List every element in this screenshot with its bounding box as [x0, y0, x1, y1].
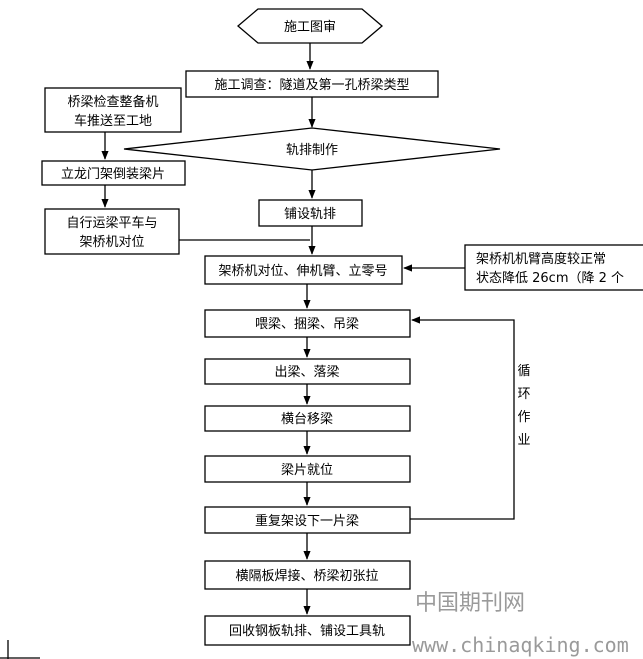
recover-node: 回收钢板轨排、铺设工具轨 — [204, 615, 411, 646]
place-node: 梁片就位 — [204, 455, 411, 483]
transport-label-2: 架桥机对位 — [79, 235, 144, 250]
rails-label: 轨排制作 — [286, 143, 338, 158]
survey-node: 施工调查：隧道及第一孔桥梁类型 — [185, 70, 439, 98]
watermark-url: www.chinaqking.com — [412, 633, 629, 657]
place-label: 梁片就位 — [281, 463, 333, 478]
equip-node: 桥梁检查整备机 车推送至工地 — [44, 87, 182, 133]
transport-node: 自行运梁平车与 架桥机对位 — [44, 208, 180, 255]
loop-char-4: 业 — [517, 433, 530, 448]
rails-node: 轨排制作 — [123, 127, 501, 171]
loop-char-3: 作 — [517, 410, 530, 425]
equip-label-2: 车推送至工地 — [74, 113, 152, 129]
align-label: 架桥机对位、伸机臂、立零号 — [218, 264, 387, 279]
start-node: 施工图审 — [236, 8, 384, 44]
lower-node: 架桥机机臂高度较正常 状态降低 26cm（降 2 个 — [464, 244, 643, 291]
repeat-label: 重复架设下一片梁 — [255, 513, 359, 529]
align-node: 架桥机对位、伸机臂、立零号 — [204, 255, 403, 285]
loop-label: 循 环 作 业 — [517, 364, 530, 448]
out-node: 出梁、落梁 — [204, 358, 411, 385]
loop-char-1: 循 — [517, 364, 530, 379]
gantry-label: 立龙门架倒装梁片 — [61, 167, 165, 182]
lay-node: 铺设轨排 — [258, 199, 363, 227]
edge-loop-back — [410, 316, 515, 520]
recover-label: 回收钢板轨排、铺设工具轨 — [229, 624, 385, 639]
lower-label-1: 架桥机机臂高度较正常 — [476, 251, 606, 267]
out-label: 出梁、落梁 — [274, 365, 339, 380]
start-label: 施工图审 — [284, 20, 336, 35]
move-label: 横台移梁 — [281, 412, 333, 427]
feed-label: 喂梁、捆梁、吊梁 — [255, 317, 359, 332]
gantry-node: 立龙门架倒装梁片 — [41, 160, 186, 186]
loop-char-2: 环 — [517, 387, 530, 402]
move-node: 横台移梁 — [204, 405, 411, 432]
weld-node: 横隔板焊接、桥梁初张拉 — [204, 560, 411, 590]
weld-label: 横隔板焊接、桥梁初张拉 — [235, 568, 378, 584]
feed-node: 喂梁、捆梁、吊梁 — [204, 309, 411, 338]
survey-label: 施工调查：隧道及第一孔桥梁类型 — [214, 77, 409, 93]
equip-label-1: 桥梁检查整备机 — [67, 94, 158, 110]
transport-label-1: 自行运梁平车与 — [66, 215, 157, 231]
lower-label-2: 状态降低 26cm（降 2 个 — [476, 271, 624, 286]
repeat-node: 重复架设下一片梁 — [204, 506, 411, 534]
lay-label: 铺设轨排 — [284, 207, 336, 222]
watermark-cn: 中国期刊网 — [415, 591, 525, 616]
